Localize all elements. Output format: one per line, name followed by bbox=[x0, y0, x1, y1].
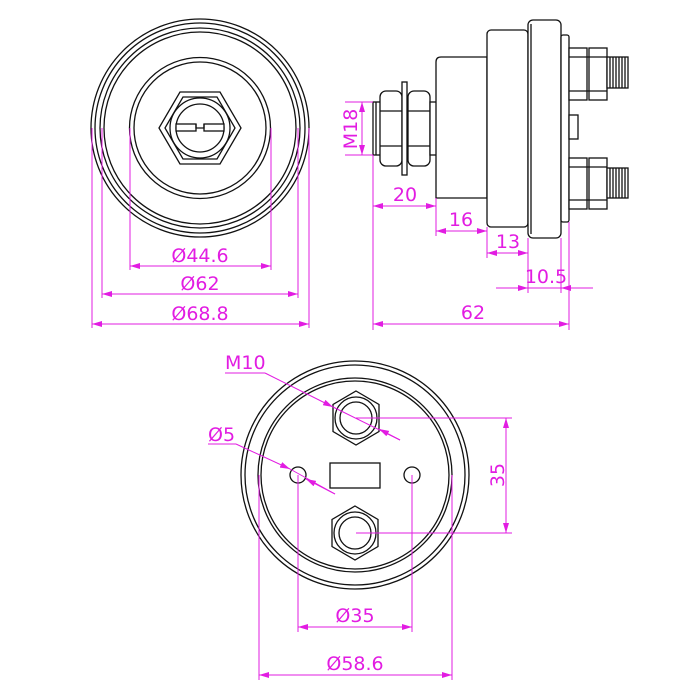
rear-view-dimensions: 35 Ø35 Ø58.6 M10 Ø5 bbox=[208, 352, 512, 680]
body-front bbox=[435, 56, 488, 199]
dim-diameter-62: Ø62 bbox=[180, 273, 219, 295]
washer bbox=[401, 81, 408, 176]
rear-view bbox=[240, 360, 470, 590]
body-middle bbox=[486, 29, 529, 228]
dim-diameter-58-6: Ø58.6 bbox=[326, 653, 383, 675]
side-view-dimensions: M18 20 16 13 10.5 62 bbox=[340, 101, 593, 330]
center-tab bbox=[329, 462, 381, 489]
front-view bbox=[90, 18, 310, 238]
hole-label-diameter-5: Ø5 bbox=[208, 424, 235, 446]
dim-62: 62 bbox=[461, 302, 485, 324]
dim-diameter-44-6: Ø44.6 bbox=[171, 245, 228, 267]
dim-13: 13 bbox=[496, 231, 520, 253]
hex-nut bbox=[158, 91, 242, 165]
terminal-bottom bbox=[568, 157, 629, 210]
mounting-nut bbox=[379, 90, 403, 167]
front-view-dimensions: Ø44.6 Ø62 Ø68.8 bbox=[91, 128, 310, 328]
dim-20: 20 bbox=[393, 184, 417, 206]
thread-label-m10: M10 bbox=[225, 352, 266, 374]
dim-16: 16 bbox=[449, 209, 473, 231]
mounting-nut bbox=[407, 90, 431, 167]
flange bbox=[527, 19, 562, 239]
dim-diameter-68-8: Ø68.8 bbox=[171, 303, 228, 325]
terminal-lower bbox=[331, 505, 379, 561]
dim-35-terminal-spacing: 35 bbox=[487, 463, 509, 487]
thread-label-m18: M18 bbox=[340, 109, 362, 150]
dim-diameter-35: Ø35 bbox=[335, 605, 374, 627]
side-view bbox=[372, 19, 629, 239]
dim-10-5: 10.5 bbox=[525, 266, 567, 288]
terminal-top bbox=[568, 47, 629, 101]
